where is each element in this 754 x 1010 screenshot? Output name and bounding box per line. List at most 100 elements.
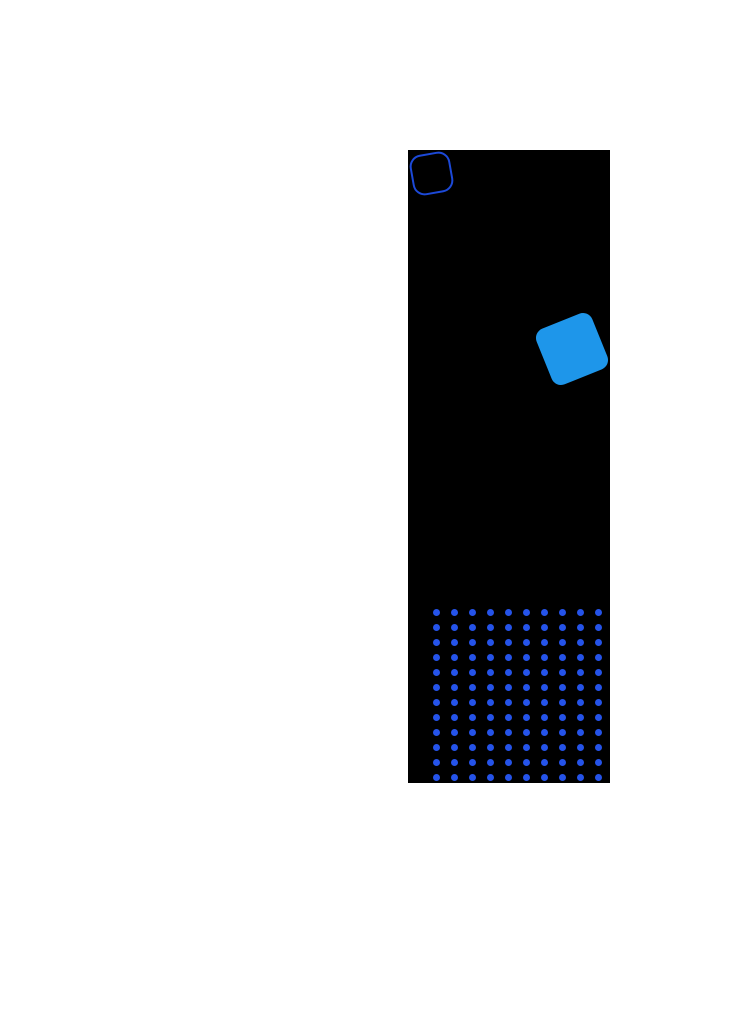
dot	[577, 759, 584, 766]
outlined-square-shape	[407, 149, 456, 198]
dot	[541, 669, 548, 676]
dot	[469, 759, 476, 766]
dot	[559, 759, 566, 766]
dot	[577, 729, 584, 736]
dot	[451, 654, 458, 661]
dot	[505, 609, 512, 616]
dot	[505, 669, 512, 676]
dot	[541, 759, 548, 766]
dot	[559, 714, 566, 721]
dot	[595, 699, 602, 706]
dot	[469, 654, 476, 661]
dot	[523, 684, 530, 691]
dot	[469, 639, 476, 646]
dot	[487, 744, 494, 751]
dot	[451, 624, 458, 631]
dot	[433, 609, 440, 616]
dot	[487, 654, 494, 661]
dot	[505, 729, 512, 736]
dot	[505, 714, 512, 721]
dot	[559, 609, 566, 616]
dot	[487, 699, 494, 706]
dot	[451, 684, 458, 691]
dot	[595, 639, 602, 646]
dot	[523, 774, 530, 781]
dot	[505, 654, 512, 661]
dot	[541, 639, 548, 646]
dot	[595, 669, 602, 676]
dot	[523, 639, 530, 646]
dot	[487, 669, 494, 676]
dot	[469, 609, 476, 616]
dot	[487, 624, 494, 631]
dot	[559, 729, 566, 736]
dot	[577, 684, 584, 691]
dot	[523, 609, 530, 616]
dot	[577, 609, 584, 616]
dot	[523, 744, 530, 751]
dot	[523, 654, 530, 661]
dot	[505, 699, 512, 706]
dot	[541, 624, 548, 631]
dot	[451, 639, 458, 646]
dot	[451, 714, 458, 721]
dot	[469, 714, 476, 721]
dot	[595, 759, 602, 766]
dot	[487, 639, 494, 646]
dot	[595, 729, 602, 736]
dot	[559, 744, 566, 751]
dot	[487, 774, 494, 781]
dot	[577, 654, 584, 661]
dot	[469, 624, 476, 631]
dot	[523, 759, 530, 766]
dot	[469, 729, 476, 736]
dot	[469, 684, 476, 691]
dot	[433, 759, 440, 766]
dot	[433, 729, 440, 736]
dot	[541, 729, 548, 736]
dot	[577, 639, 584, 646]
dot	[559, 774, 566, 781]
dot	[433, 774, 440, 781]
dot	[451, 774, 458, 781]
dot	[577, 744, 584, 751]
dot	[577, 699, 584, 706]
dot	[541, 609, 548, 616]
dot	[541, 774, 548, 781]
dot	[487, 714, 494, 721]
dot	[559, 684, 566, 691]
dot	[595, 684, 602, 691]
dot	[577, 669, 584, 676]
dot	[523, 624, 530, 631]
dot	[487, 684, 494, 691]
dot	[451, 729, 458, 736]
dot	[523, 699, 530, 706]
dot	[523, 714, 530, 721]
dot	[505, 639, 512, 646]
dot	[469, 699, 476, 706]
dot	[559, 669, 566, 676]
dot	[595, 744, 602, 751]
dot	[559, 699, 566, 706]
dot	[469, 744, 476, 751]
dot	[523, 729, 530, 736]
dot	[487, 759, 494, 766]
dot	[505, 774, 512, 781]
dot	[541, 744, 548, 751]
dot	[451, 669, 458, 676]
dot	[433, 714, 440, 721]
dot	[595, 654, 602, 661]
dot	[559, 639, 566, 646]
dot	[433, 699, 440, 706]
dot	[577, 714, 584, 721]
dot	[559, 624, 566, 631]
dot	[505, 684, 512, 691]
dot	[505, 744, 512, 751]
dot	[451, 699, 458, 706]
dot	[541, 654, 548, 661]
dot	[577, 624, 584, 631]
dot	[451, 744, 458, 751]
dot	[541, 684, 548, 691]
dot	[595, 714, 602, 721]
